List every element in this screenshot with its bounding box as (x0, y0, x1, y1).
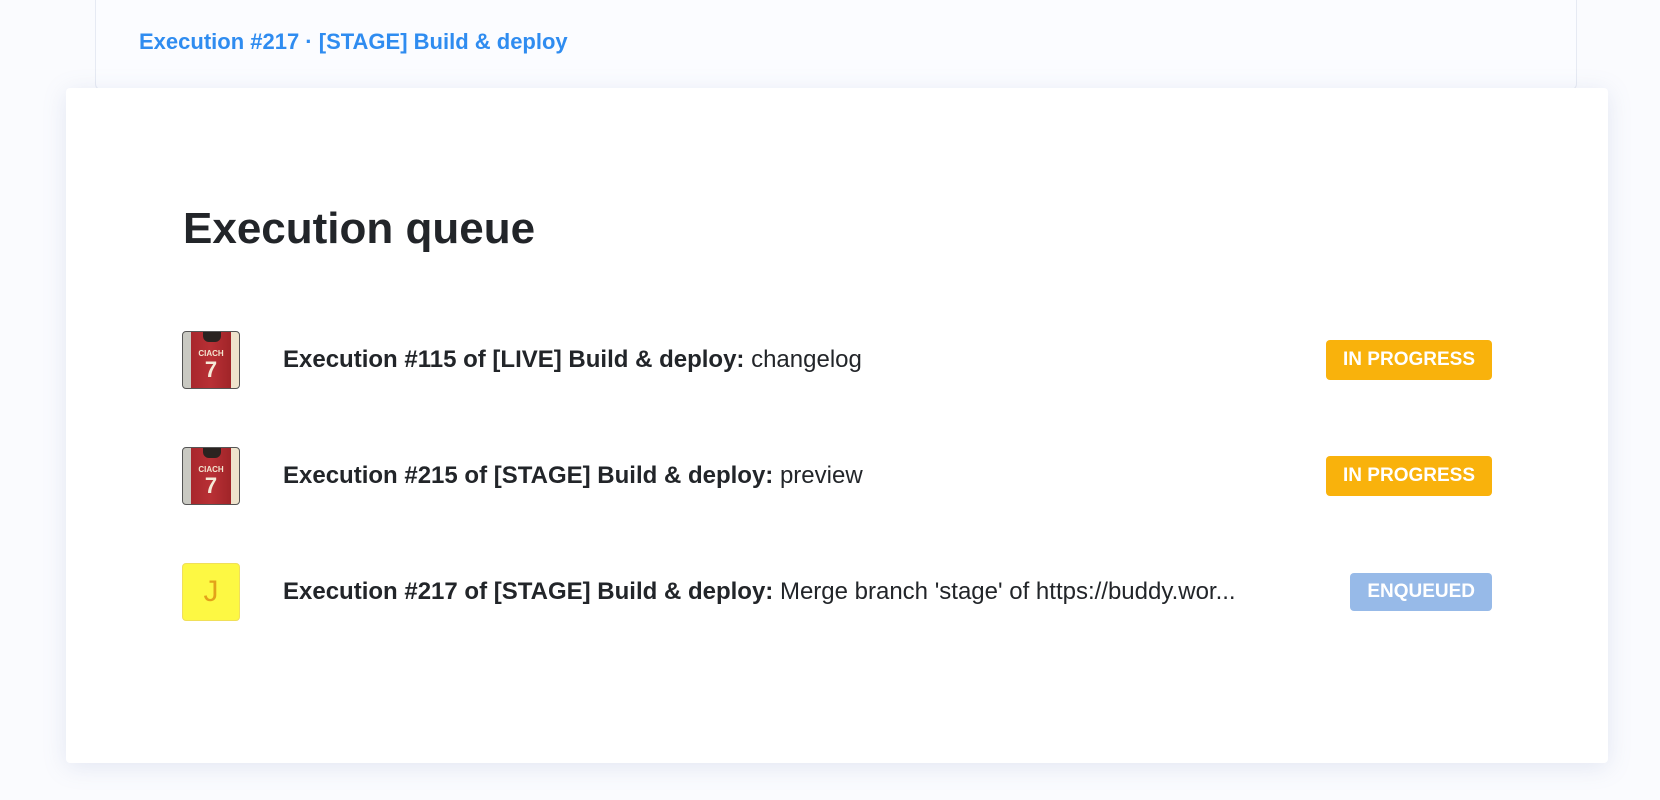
avatar-jersey-name: CIACH (198, 465, 224, 474)
queue-item[interactable]: J Execution #217 of [STAGE] Build & depl… (182, 563, 1492, 621)
queue-item-title: Execution #215 of [STAGE] Build & deploy… (283, 462, 774, 489)
avatar: CIACH 7 (182, 331, 240, 389)
avatar: J (182, 563, 240, 621)
queue-item-text: Execution #217 of [STAGE] Build & deploy… (283, 578, 1320, 606)
queue-item-text: Execution #215 of [STAGE] Build & deploy… (283, 462, 1296, 490)
execution-title-link[interactable]: Execution #217 · [STAGE] Build & deploy (139, 29, 568, 54)
queue-item-message: preview (779, 462, 863, 489)
avatar-jersey-number: 7 (204, 357, 218, 382)
avatar: CIACH 7 (182, 447, 240, 505)
queue-item[interactable]: CIACH 7 Execution #115 of [LIVE] Build &… (182, 331, 1492, 389)
status-badge: IN PROGRESS (1326, 456, 1492, 496)
avatar-hair (203, 448, 221, 458)
execution-queue-modal: Execution queue CIACH 7 Execution #115 o… (66, 88, 1608, 763)
execution-header-card: Execution #217 · [STAGE] Build & deploy (95, 0, 1577, 90)
modal-heading: Execution queue (183, 204, 536, 253)
avatar-jersey-number: 7 (204, 473, 218, 498)
avatar-jersey-name: CIACH (198, 349, 224, 358)
queue-item-title: Execution #115 of [LIVE] Build & deploy: (283, 346, 745, 373)
queue-item-message: changelog (751, 346, 862, 373)
queue-item[interactable]: CIACH 7 Execution #215 of [STAGE] Build … (182, 447, 1492, 505)
queue-item-title: Execution #217 of [STAGE] Build & deploy… (283, 578, 774, 605)
queue-item-message: Merge branch 'stage' of https://buddy.wo… (779, 578, 1236, 605)
status-badge: ENQUEUED (1350, 573, 1492, 611)
avatar-hair (203, 332, 221, 342)
queue-item-text: Execution #115 of [LIVE] Build & deploy:… (283, 346, 1296, 374)
status-badge: IN PROGRESS (1326, 340, 1492, 380)
